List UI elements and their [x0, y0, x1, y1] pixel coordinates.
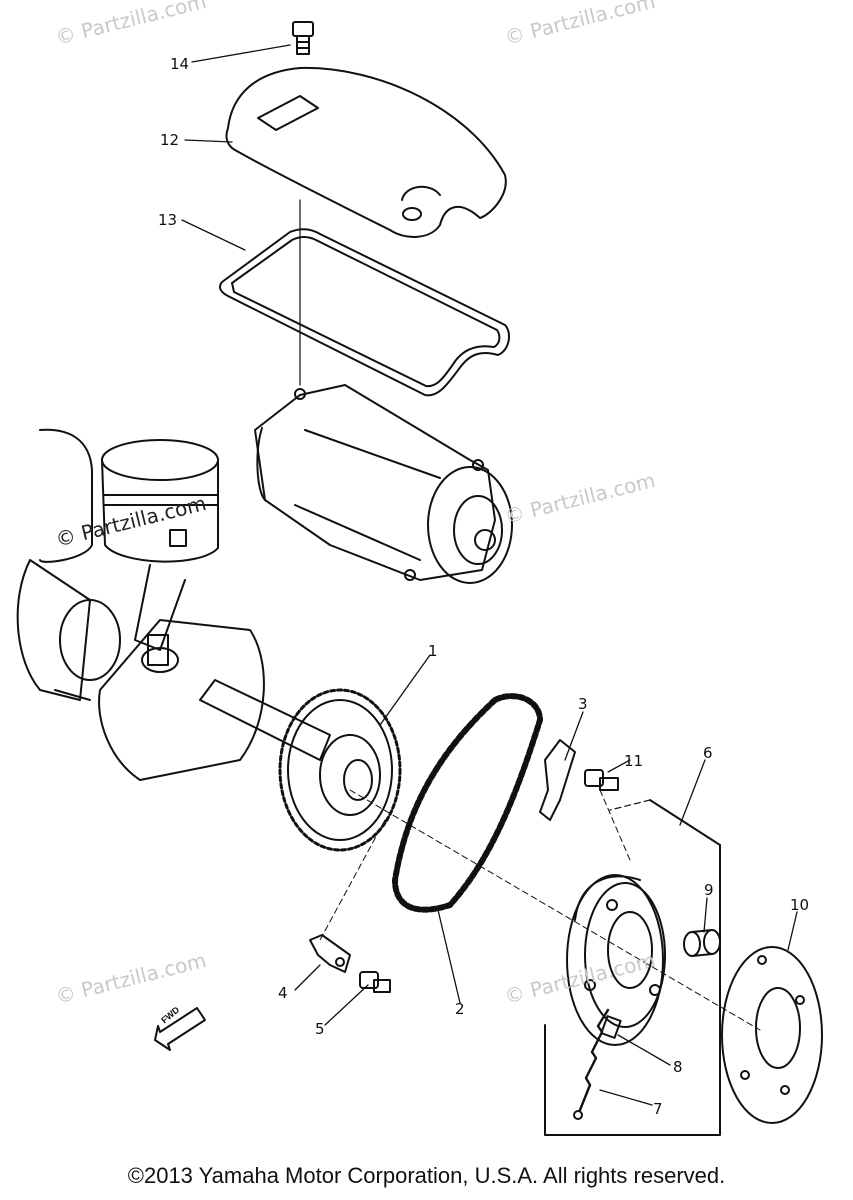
- bolt-14-icon: [292, 21, 314, 55]
- callout-9: 9: [704, 881, 714, 899]
- pistons-crankshaft-icon: [16, 428, 331, 781]
- starter-clutch-6-icon: [544, 799, 721, 1136]
- center-lines: [319, 789, 761, 1031]
- callout-6: 6: [703, 744, 713, 762]
- callout-12: 12: [160, 131, 180, 149]
- callout-7: 7: [653, 1100, 663, 1118]
- callout-leaders: [181, 44, 798, 1106]
- callout-1: 1: [428, 642, 438, 660]
- chain-2-icon: [392, 693, 543, 913]
- callout-14: 14: [170, 55, 190, 73]
- fwd-arrow-icon: [154, 1007, 206, 1051]
- callout-2: 2: [455, 1000, 465, 1018]
- starter-motor-icon: [254, 384, 513, 584]
- roller-9-icon: [683, 929, 721, 957]
- bolt-11-icon: [584, 769, 619, 791]
- bracket-4-icon: [309, 934, 351, 973]
- plate-10-icon: [721, 946, 823, 1124]
- callout-3: 3: [578, 695, 588, 713]
- callout-11: 11: [624, 752, 644, 770]
- copyright-notice: ©2013 Yamaha Motor Corporation, U.S.A. A…: [127, 1163, 726, 1188]
- sprocket-1-icon: [278, 688, 402, 852]
- gasket-13-icon: [219, 228, 511, 397]
- callout-4: 4: [278, 984, 288, 1002]
- chain-guide-3-icon: [539, 739, 576, 821]
- callout-10: 10: [790, 896, 810, 914]
- starter-cover-12-icon: [225, 66, 507, 238]
- spring-plunger-7-8-icon: [573, 1008, 622, 1120]
- callout-13: 13: [158, 211, 178, 229]
- callout-5: 5: [315, 1020, 325, 1038]
- callout-8: 8: [673, 1058, 683, 1076]
- bolt-5-icon: [359, 971, 391, 993]
